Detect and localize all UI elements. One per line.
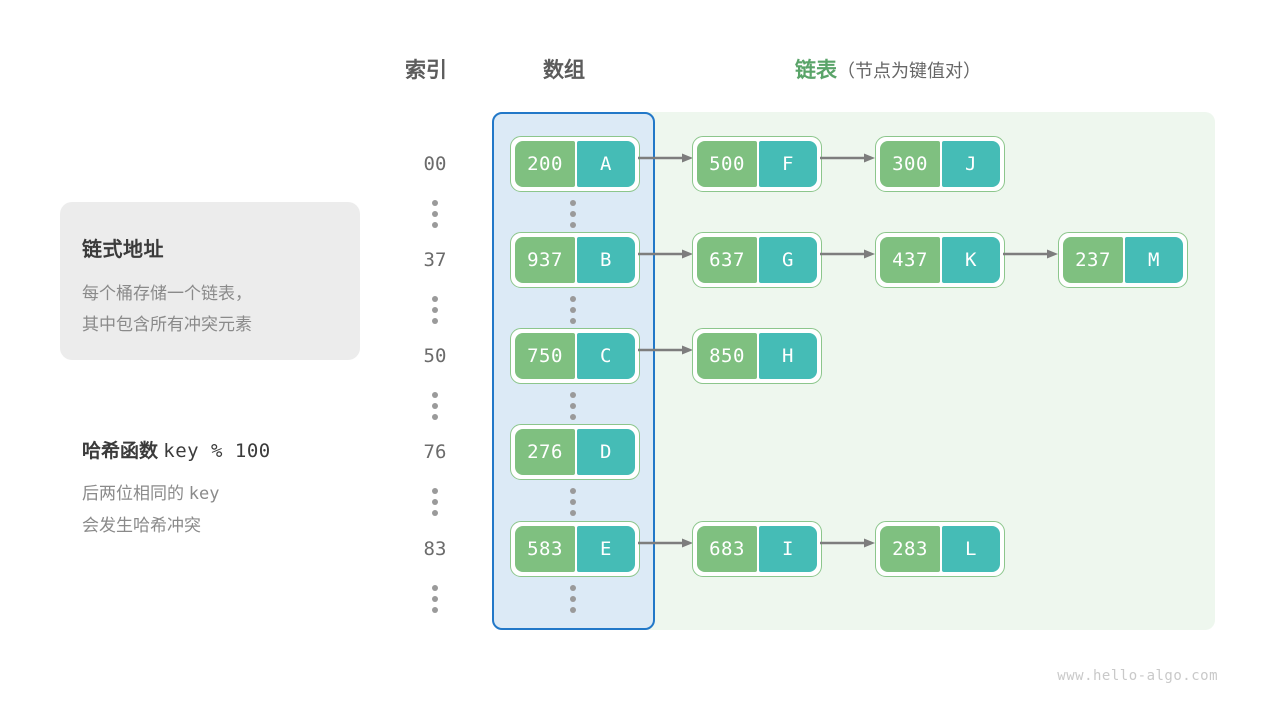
vertical-ellipsis-icon <box>432 488 440 516</box>
chain-arrow-icon <box>638 344 693 356</box>
info-card-line-2: 其中包含所有冲突元素 <box>82 315 252 334</box>
chain-arrow-icon <box>820 152 875 164</box>
chain-arrow-icon <box>820 248 875 260</box>
vertical-ellipsis-icon <box>570 200 578 228</box>
node-value: B <box>577 237 635 283</box>
column-header-linkedlist-main: 链表 <box>795 59 837 82</box>
vertical-ellipsis-icon <box>570 296 578 324</box>
chain-arrow-icon <box>820 537 875 549</box>
chain-arrow-icon <box>1003 248 1058 260</box>
hash-function-label: 哈希函数 <box>82 441 159 462</box>
bucket-index-label: 83 <box>423 538 447 560</box>
node-key: 200 <box>515 141 575 187</box>
bucket-index-label: 00 <box>423 153 447 175</box>
column-header-index: 索引 <box>405 59 447 82</box>
node-value: D <box>577 429 635 475</box>
bucket-index-label: 50 <box>423 345 447 367</box>
node-key: 300 <box>880 141 940 187</box>
node-key: 683 <box>697 526 757 572</box>
column-header-array: 数组 <box>543 59 585 82</box>
column-header-linkedlist-sub: （节点为键值对） <box>837 61 981 81</box>
node-key: 237 <box>1063 237 1123 283</box>
node-key: 500 <box>697 141 757 187</box>
column-header-linkedlist: 链表（节点为键值对） <box>795 54 981 84</box>
node-value: A <box>577 141 635 187</box>
hash-note-line-1-key: key <box>188 484 220 504</box>
watermark: www.hello-algo.com <box>1057 668 1218 684</box>
info-card-line-1: 每个桶存储一个链表， <box>82 284 252 303</box>
node-value: H <box>759 333 817 379</box>
vertical-ellipsis-icon <box>432 296 440 324</box>
node-key: 750 <box>515 333 575 379</box>
bucket-index-label: 37 <box>423 249 447 271</box>
hash-function-formula: key % 100 <box>163 440 271 462</box>
node-value: E <box>577 526 635 572</box>
hash-function-title: 哈希函数 key % 100 <box>82 436 271 463</box>
info-card-title: 链式地址 <box>82 239 164 261</box>
info-card-body: 每个桶存储一个链表， 其中包含所有冲突元素 <box>82 278 352 340</box>
node-key: 437 <box>880 237 940 283</box>
node-value: F <box>759 141 817 187</box>
vertical-ellipsis-icon <box>432 200 440 228</box>
hash-note-line-1: 后两位相同的 key <box>82 478 362 510</box>
vertical-ellipsis-icon <box>570 392 578 420</box>
node-value: I <box>759 526 817 572</box>
node-value: M <box>1125 237 1183 283</box>
node-value: J <box>942 141 1000 187</box>
hash-note-line-2: 会发生哈希冲突 <box>82 516 201 535</box>
node-key: 850 <box>697 333 757 379</box>
node-key: 637 <box>697 237 757 283</box>
hash-function-note: 后两位相同的 key 会发生哈希冲突 <box>82 478 362 541</box>
bucket-index-label: 76 <box>423 441 447 463</box>
hash-note-line-1-text: 后两位相同的 <box>82 484 184 503</box>
node-key: 276 <box>515 429 575 475</box>
vertical-ellipsis-icon <box>432 585 440 613</box>
chain-arrow-icon <box>638 248 693 260</box>
node-key: 937 <box>515 237 575 283</box>
info-card <box>60 202 360 360</box>
vertical-ellipsis-icon <box>432 392 440 420</box>
vertical-ellipsis-icon <box>570 585 578 613</box>
node-key: 583 <box>515 526 575 572</box>
node-value: K <box>942 237 1000 283</box>
node-value: L <box>942 526 1000 572</box>
chain-arrow-icon <box>638 537 693 549</box>
vertical-ellipsis-icon <box>570 488 578 516</box>
node-value: C <box>577 333 635 379</box>
node-value: G <box>759 237 817 283</box>
node-key: 283 <box>880 526 940 572</box>
chain-arrow-icon <box>638 152 693 164</box>
